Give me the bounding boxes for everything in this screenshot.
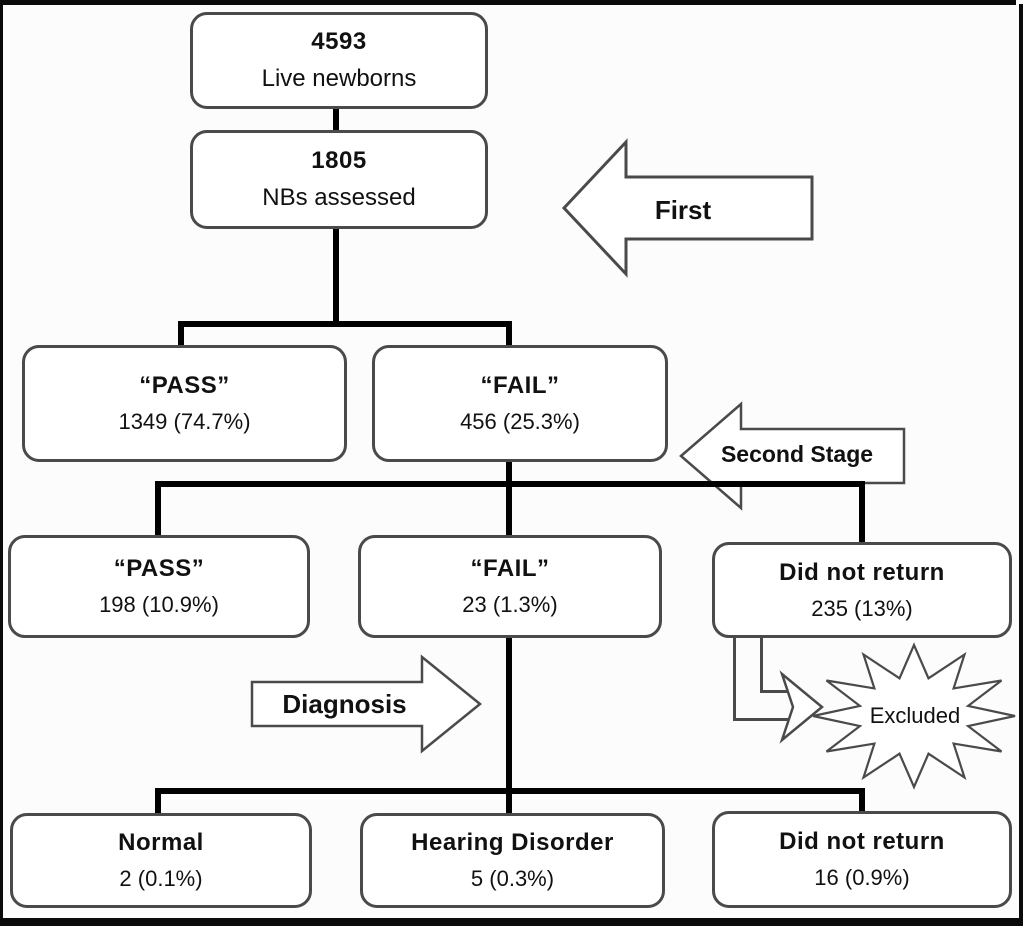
frame-left (0, 0, 3, 926)
connector-assessed-down (333, 227, 339, 327)
first-stage-label: First (654, 195, 712, 225)
frame-right (1019, 4, 1023, 926)
excluded-elbow-outer-vertical (733, 637, 736, 721)
node-fail-second-stage: “FAIL” 23 (1.3%) (358, 535, 662, 638)
connector-second-split-drop-left (155, 481, 161, 537)
node-pass-first-value: 1349 (74.7%) (118, 409, 251, 434)
node-did-not-return-diagnosis: Did not return 16 (0.9%) (712, 811, 1012, 908)
excluded-label: Excluded (869, 703, 961, 728)
connector-live-to-assessed (333, 107, 339, 132)
node-pass-first-title: “PASS” (139, 372, 230, 399)
connector-second-split-drop-middle (506, 481, 512, 537)
node-dnr3-title: Did not return (779, 828, 945, 855)
node-fail-first-value: 456 (25.3%) (460, 409, 580, 434)
node-fail-second-value: 23 (1.3%) (462, 592, 558, 617)
node-live-newborns-count: 4593 (311, 28, 367, 55)
second-stage-label: Second Stage (720, 441, 874, 467)
node-hearing-disorder: Hearing Disorder 5 (0.3%) (360, 813, 665, 908)
node-normal-value: 2 (0.1%) (119, 866, 203, 891)
node-did-not-return-second-stage: Did not return 235 (13%) (712, 542, 1012, 638)
node-pass-second-value: 198 (10.9%) (99, 592, 219, 617)
excluded-elbow-outer-horizontal (733, 718, 791, 721)
excluded-elbow-inner-horizontal (760, 690, 788, 693)
connector-second-split-horizontal (155, 481, 865, 487)
connector-diagnosis-split-horizontal (155, 788, 865, 794)
node-live-newborns-label: Live newborns (261, 65, 417, 92)
connector-fail2-down (506, 636, 512, 792)
node-live-newborns: 4593 Live newborns (190, 12, 488, 109)
node-pass-first-stage: “PASS” 1349 (74.7%) (22, 345, 347, 462)
connector-fail1-down (506, 460, 512, 485)
frame-top (0, 0, 1016, 5)
diagnosis-label: Diagnosis (282, 689, 407, 719)
node-nbs-assessed: 1805 NBs assessed (190, 130, 488, 229)
node-nbs-assessed-label: NBs assessed (262, 184, 416, 211)
node-normal: Normal 2 (0.1%) (10, 813, 312, 908)
node-pass-second-stage: “PASS” 198 (10.9%) (8, 535, 310, 638)
excluded-arrowhead-icon (779, 670, 824, 744)
node-dnr2-value: 235 (13%) (811, 595, 913, 621)
excluded-elbow-inner-vertical (760, 637, 763, 693)
node-fail-first-stage: “FAIL” 456 (25.3%) (372, 345, 668, 462)
node-fail-second-title: “FAIL” (470, 555, 550, 582)
node-dnr2-title: Did not return (779, 558, 945, 586)
connector-first-split-drop-left (178, 321, 184, 347)
node-dnr3-value: 16 (0.9%) (814, 865, 910, 890)
connector-diagnosis-drop-right (859, 788, 865, 815)
node-pass-second-title: “PASS” (113, 555, 205, 582)
connector-second-split-drop-right (859, 481, 865, 544)
diagnosis-arrow-icon (250, 654, 482, 754)
frame-bottom (0, 918, 1023, 926)
node-nbs-assessed-count: 1805 (311, 147, 367, 174)
connector-first-split-drop-right (506, 321, 512, 347)
connector-first-split-horizontal (178, 321, 512, 327)
node-fail-first-title: “FAIL” (480, 372, 560, 399)
node-hearing-disorder-value: 5 (0.3%) (470, 866, 555, 891)
first-stage-arrow-icon (561, 138, 814, 278)
node-normal-title: Normal (118, 829, 204, 856)
connector-diagnosis-drop-left (155, 788, 161, 815)
node-hearing-disorder-title: Hearing Disorder (411, 829, 614, 856)
connector-diagnosis-drop-middle (506, 788, 512, 815)
